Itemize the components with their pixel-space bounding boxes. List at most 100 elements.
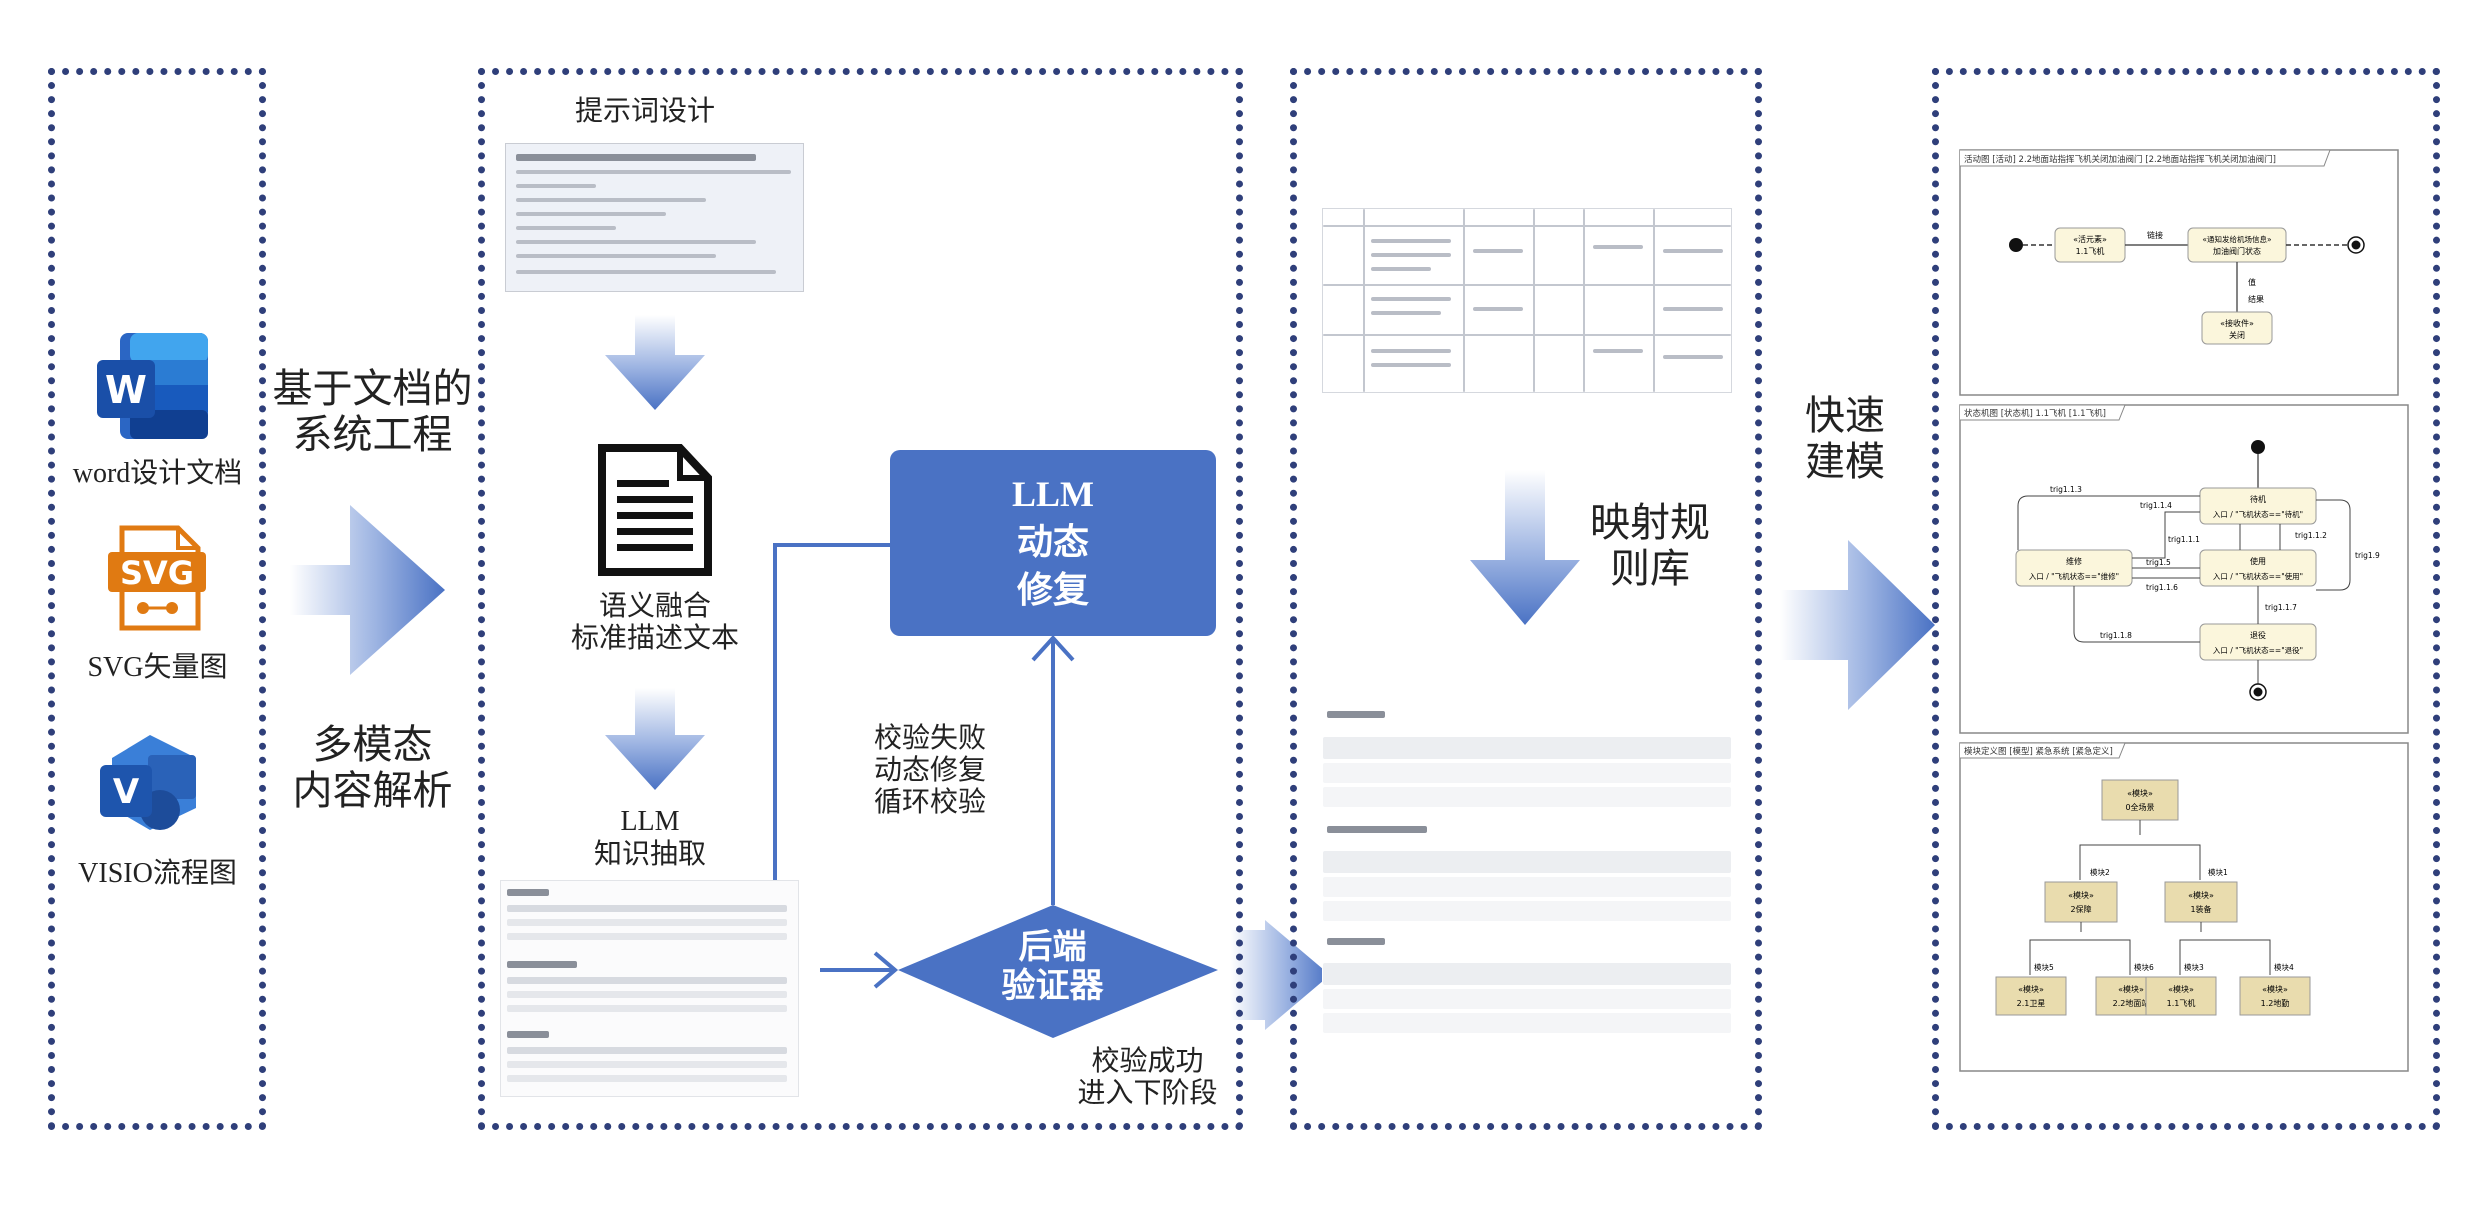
- llm-extract-caption: LLM 知识抽取: [555, 806, 745, 870]
- stage1-top-line-1: 基于文档的: [272, 366, 473, 412]
- fast-modeling-line-1: 快速: [1805, 393, 1885, 439]
- activity-edge-3: 结果: [2248, 294, 2264, 304]
- prompt-design-title: 提示词设计: [574, 94, 715, 127]
- llm-repair-box: LLM 动态 修复: [890, 450, 1216, 636]
- activity-n1-line-2: 1.1飞机: [2076, 246, 2105, 256]
- mapping-label-line-2: 则库: [1610, 546, 1690, 592]
- activity-n3-line-2: 关闭: [2229, 330, 2245, 340]
- mapping-table-top: [1322, 208, 1732, 393]
- down-arrow-extract: [605, 688, 705, 790]
- success-note-line-2: 进入下阶段: [1077, 1076, 1218, 1110]
- activity-title: 活动图 [活动] 2.2地面站指挥飞机关闭加油阀门 [2.2地面站指挥飞机关闭加…: [1964, 154, 2276, 165]
- stage1-bottom-line-2: 内容解析: [292, 768, 453, 814]
- down-arrow-prompt: [605, 315, 705, 410]
- fail-note-line-3: 循环校验: [873, 785, 986, 819]
- mapping-rule-label: 映射规 则库: [1575, 500, 1725, 592]
- llm-repair-line-2: 动态: [1016, 521, 1089, 563]
- activity-n2-line-1: «通知发给机场信息»: [2202, 234, 2272, 244]
- down-arrow-mapping: [1470, 470, 1580, 625]
- block-leaf1-line-1: «模块»: [2018, 984, 2044, 994]
- stage-arrow-3: [1780, 540, 1935, 710]
- state-s1-name: 待机: [2250, 494, 2266, 504]
- state-s2-name: 维修: [2066, 556, 2082, 566]
- block-edge-5: 模块3: [2184, 962, 2204, 972]
- state-trigger-4: trig1.5: [2146, 558, 2171, 567]
- state-s4-entry: 入口 / "飞机状态=="退役": [2213, 645, 2303, 655]
- semantic-fusion-line-2: 标准描述文本: [570, 621, 739, 655]
- svg-file-icon: SVG: [108, 525, 206, 631]
- semantic-fusion-line-1: 语义融合: [598, 589, 711, 622]
- stage1-bottom-line-1: 多模态: [312, 722, 433, 768]
- stage1-top-line-2: 系统工程: [292, 412, 453, 458]
- svg-text:V: V: [113, 772, 140, 812]
- llm-repair-line-1: LLM: [1011, 474, 1094, 515]
- svg-text:SVG: SVG: [120, 554, 194, 592]
- block-b2-line-1: «模块»: [2188, 890, 2214, 900]
- activity-edge-2: 值: [2248, 277, 2256, 287]
- success-note: 校验成功 进入下阶段: [1055, 1044, 1240, 1110]
- block-edge-1: 模块2: [2090, 867, 2110, 877]
- llm-processing-panel: [478, 68, 1243, 1130]
- stage-arrow-2: [1230, 920, 1330, 1030]
- validator-diamond: [898, 905, 1218, 1038]
- svg-file-label: SVG矢量图: [87, 652, 228, 683]
- document-icon: [598, 444, 712, 576]
- prompt-screenshot: [505, 143, 804, 292]
- block-leaf1-line-2: 2.1卫星: [2017, 999, 2046, 1008]
- fail-note-line-2: 动态修复: [873, 753, 986, 787]
- block-leaf2-line-2: 2.2地面站: [2113, 998, 2150, 1008]
- fail-loop-note: 校验失败 动态修复 循环校验: [845, 721, 1015, 819]
- block-root-line-1: «模块»: [2127, 788, 2153, 798]
- visio-icon: V: [100, 735, 196, 830]
- word-icon: W: [97, 333, 208, 439]
- visio-label: VISIO流程图: [78, 858, 237, 889]
- block-leaf2-line-1: «模块»: [2118, 984, 2144, 994]
- block-edge-2: 模块1: [2208, 867, 2228, 877]
- activity-edge-1: 链接: [2147, 230, 2163, 240]
- word-doc-label: word设计文档: [72, 458, 243, 489]
- extracted-json-screenshot: [500, 880, 799, 1097]
- llm-extract-line-2: 知识抽取: [593, 837, 706, 871]
- semantic-fusion-caption: 语义融合 标准描述文本: [540, 589, 770, 655]
- state-trigger-8: trig1.1.7: [2265, 603, 2297, 612]
- state-s3-name: 使用: [2250, 556, 2266, 566]
- block-b1-line-2: 2保障: [2070, 904, 2091, 914]
- state-trigger-6: trig1.1.6: [2146, 583, 2178, 592]
- model-output-panel: [1932, 68, 2440, 1130]
- state-trigger-3: trig1.1.1: [2168, 535, 2200, 544]
- block-title: 模块定义图 [模型] 紧急系统 [紧急定义]: [1964, 746, 2113, 757]
- block-edge-6: 模块4: [2274, 962, 2294, 972]
- block-edge-3: 模块5: [2034, 962, 2054, 972]
- state-s1-entry: 入口 / "飞机状态=="待机": [2213, 509, 2303, 519]
- state-trigger-2: trig1.1.4: [2140, 501, 2172, 510]
- llm-repair-line-3: 修复: [1016, 570, 1089, 612]
- validator-line-1: 后端: [1018, 927, 1087, 967]
- stage1-label-bottom: 多模态 内容解析: [270, 722, 475, 814]
- block-leaf3-line-1: «模块»: [2168, 984, 2194, 994]
- mapping-label-line-1: 映射规: [1590, 500, 1710, 546]
- activity-n2-line-2: 加油阀门状态: [2213, 246, 2261, 256]
- activity-diagram: 活动图 [活动] 2.2地面站指挥飞机关闭加油阀门 [2.2地面站指挥飞机关闭加…: [1959, 149, 2399, 396]
- json-to-validator-arrowhead: [873, 951, 899, 989]
- state-s2-entry: 入口 / "飞机状态=="维修": [2029, 571, 2119, 581]
- activity-n1-line-1: «活元素»: [2073, 234, 2107, 244]
- block-leaf3-line-2: 1.1飞机: [2167, 998, 2196, 1008]
- block-leaf4-line-1: «模块»: [2262, 984, 2288, 994]
- block-b2-line-2: 1装备: [2190, 904, 2211, 914]
- block-leaf4-line-2: 1.2地勤: [2261, 998, 2290, 1008]
- llm-extract-line-1: LLM: [620, 806, 680, 837]
- stage-arrow-1: [290, 505, 445, 675]
- validator-label: 后端 验证器: [960, 927, 1145, 1006]
- fast-modeling-label: 快速 建模: [1780, 393, 1910, 485]
- state-s3-entry: 入口 / "飞机状态=="使用": [2213, 571, 2303, 581]
- fail-note-line-1: 校验失败: [873, 721, 986, 754]
- stage1-label-top: 基于文档的 系统工程: [270, 366, 475, 458]
- sysml-diagrams: 活动图 [活动] 2.2地面站指挥飞机关闭加油阀门 [2.2地面站指挥飞机关闭加…: [1959, 149, 2409, 1072]
- state-trigger-9: trig1.1.8: [2100, 631, 2132, 640]
- activity-n3-line-1: «接收件»: [2220, 318, 2254, 328]
- input-sources-panel: [48, 68, 266, 1130]
- validator-to-repair-arrowhead: [1031, 635, 1075, 662]
- mapping-panel: [1290, 68, 1762, 1130]
- success-note-line-1: 校验成功: [1091, 1044, 1204, 1077]
